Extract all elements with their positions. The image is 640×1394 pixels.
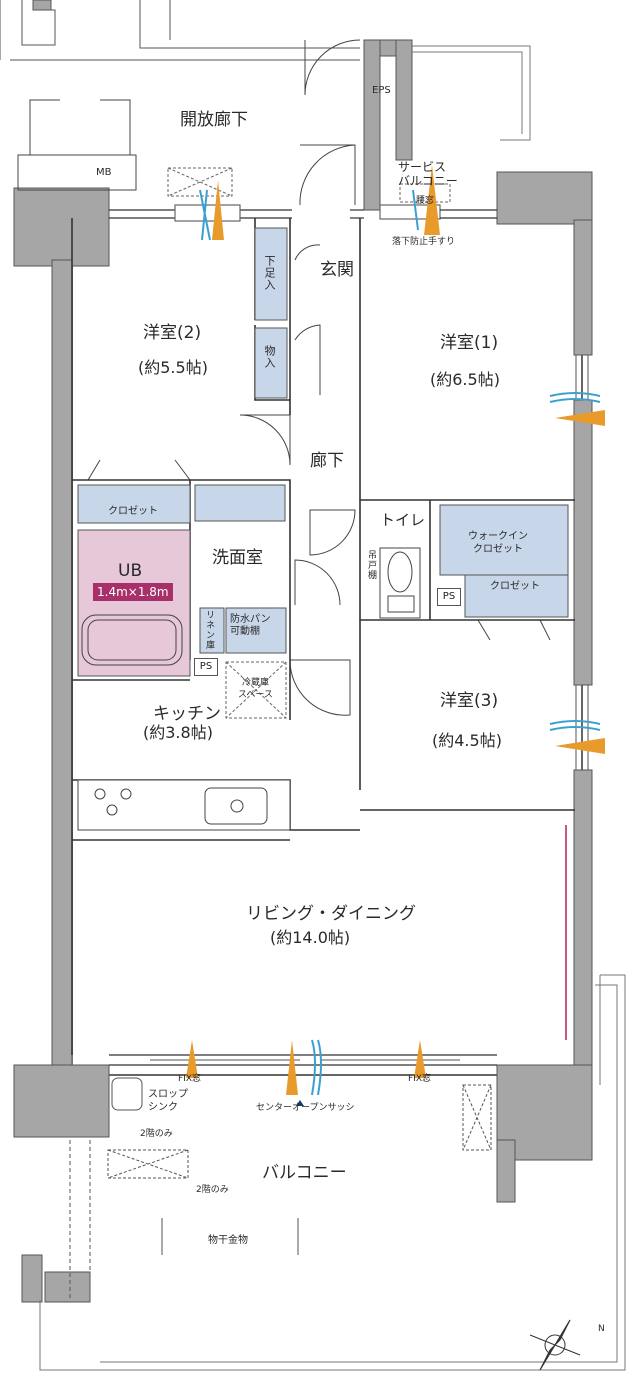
- label-open-corridor: 開放廊下: [180, 110, 248, 130]
- toilet: [379, 547, 421, 619]
- label-walkin-closet: ウォークイン クロゼット: [468, 531, 528, 555]
- label-western3-name: 洋室(3): [440, 691, 499, 711]
- bottom-windows: [109, 1054, 497, 1066]
- label-living-name: リビング・ダイニング: [246, 904, 416, 924]
- label-linen: リネン庫: [204, 610, 214, 650]
- label-service-balcony: サービス バルコニー: [398, 160, 458, 188]
- label-western2-name: 洋室(2): [143, 323, 202, 343]
- kitchen-counter: [77, 779, 291, 831]
- label-shoe-storage: 下足入: [263, 255, 276, 291]
- label-kitchen-name: キッチン: [153, 704, 221, 724]
- label-closet-2: クロゼット: [108, 506, 158, 517]
- label-fix-window-left: FIX窓: [178, 1074, 201, 1084]
- label-second-floor-only-2: 2階のみ: [196, 1185, 229, 1195]
- compass-rose: [529, 1319, 581, 1371]
- label-mb: MB: [96, 167, 112, 178]
- label-living-area: (約14.0帖): [270, 928, 351, 947]
- label-hanging-shelf: 吊戸棚: [366, 550, 376, 580]
- label-slop-sink: スロップ シンク: [148, 1089, 188, 1113]
- label-ps-right: PS: [437, 588, 461, 606]
- top-wall: [109, 204, 497, 222]
- label-waterproof-pan: 防水パン 可動棚: [230, 614, 271, 637]
- mb-box: [17, 99, 137, 191]
- bathtub: [81, 614, 183, 666]
- label-eps: EPS: [372, 85, 391, 96]
- label-center-sash: センターオープンサッシ: [256, 1103, 355, 1113]
- label-washroom: 洗面室: [212, 548, 263, 568]
- label-kitchen-area: (約3.8帖): [143, 723, 213, 742]
- exterior-rails: [39, 45, 626, 1371]
- label-fall-guard: 落下防止手すり: [392, 237, 456, 247]
- label-fix-window-right: FIX窓: [408, 1074, 431, 1084]
- storage-areas: [77, 227, 569, 654]
- label-western3-area: (約4.5帖): [432, 731, 502, 750]
- top-left-structure: [0, 0, 360, 61]
- label-hallway: 廊下: [310, 451, 344, 471]
- label-north: N: [598, 1324, 605, 1334]
- label-ps-left: PS: [194, 658, 218, 676]
- label-fridge: 冷蔵庫 スペース: [238, 678, 273, 700]
- label-window-small: 腰窓: [416, 196, 435, 206]
- airflow-markers: [186, 165, 605, 1106]
- label-closet-3: クロゼット: [490, 581, 540, 592]
- label-western1-area: (約6.5帖): [430, 370, 500, 389]
- thick-walls: [13, 39, 593, 1303]
- label-storage: 物入: [263, 345, 276, 369]
- balcony-items: [69, 1077, 492, 1300]
- fridge-box: [225, 661, 287, 719]
- label-drying-rack: 物干金物: [208, 1235, 248, 1246]
- label-toilet: トイレ: [380, 511, 426, 529]
- label-ub: UB: [118, 561, 143, 581]
- label-western2-area: (約5.5帖): [138, 358, 208, 377]
- top-hatch-boxes: [167, 167, 451, 203]
- ub-size-badge: 1.4m×1.8m: [93, 583, 173, 601]
- label-balcony: バルコニー: [262, 1163, 347, 1183]
- label-second-floor-only-1: 2階のみ: [140, 1129, 173, 1139]
- label-western1-name: 洋室(1): [440, 333, 499, 353]
- label-entrance: 玄関: [320, 260, 354, 280]
